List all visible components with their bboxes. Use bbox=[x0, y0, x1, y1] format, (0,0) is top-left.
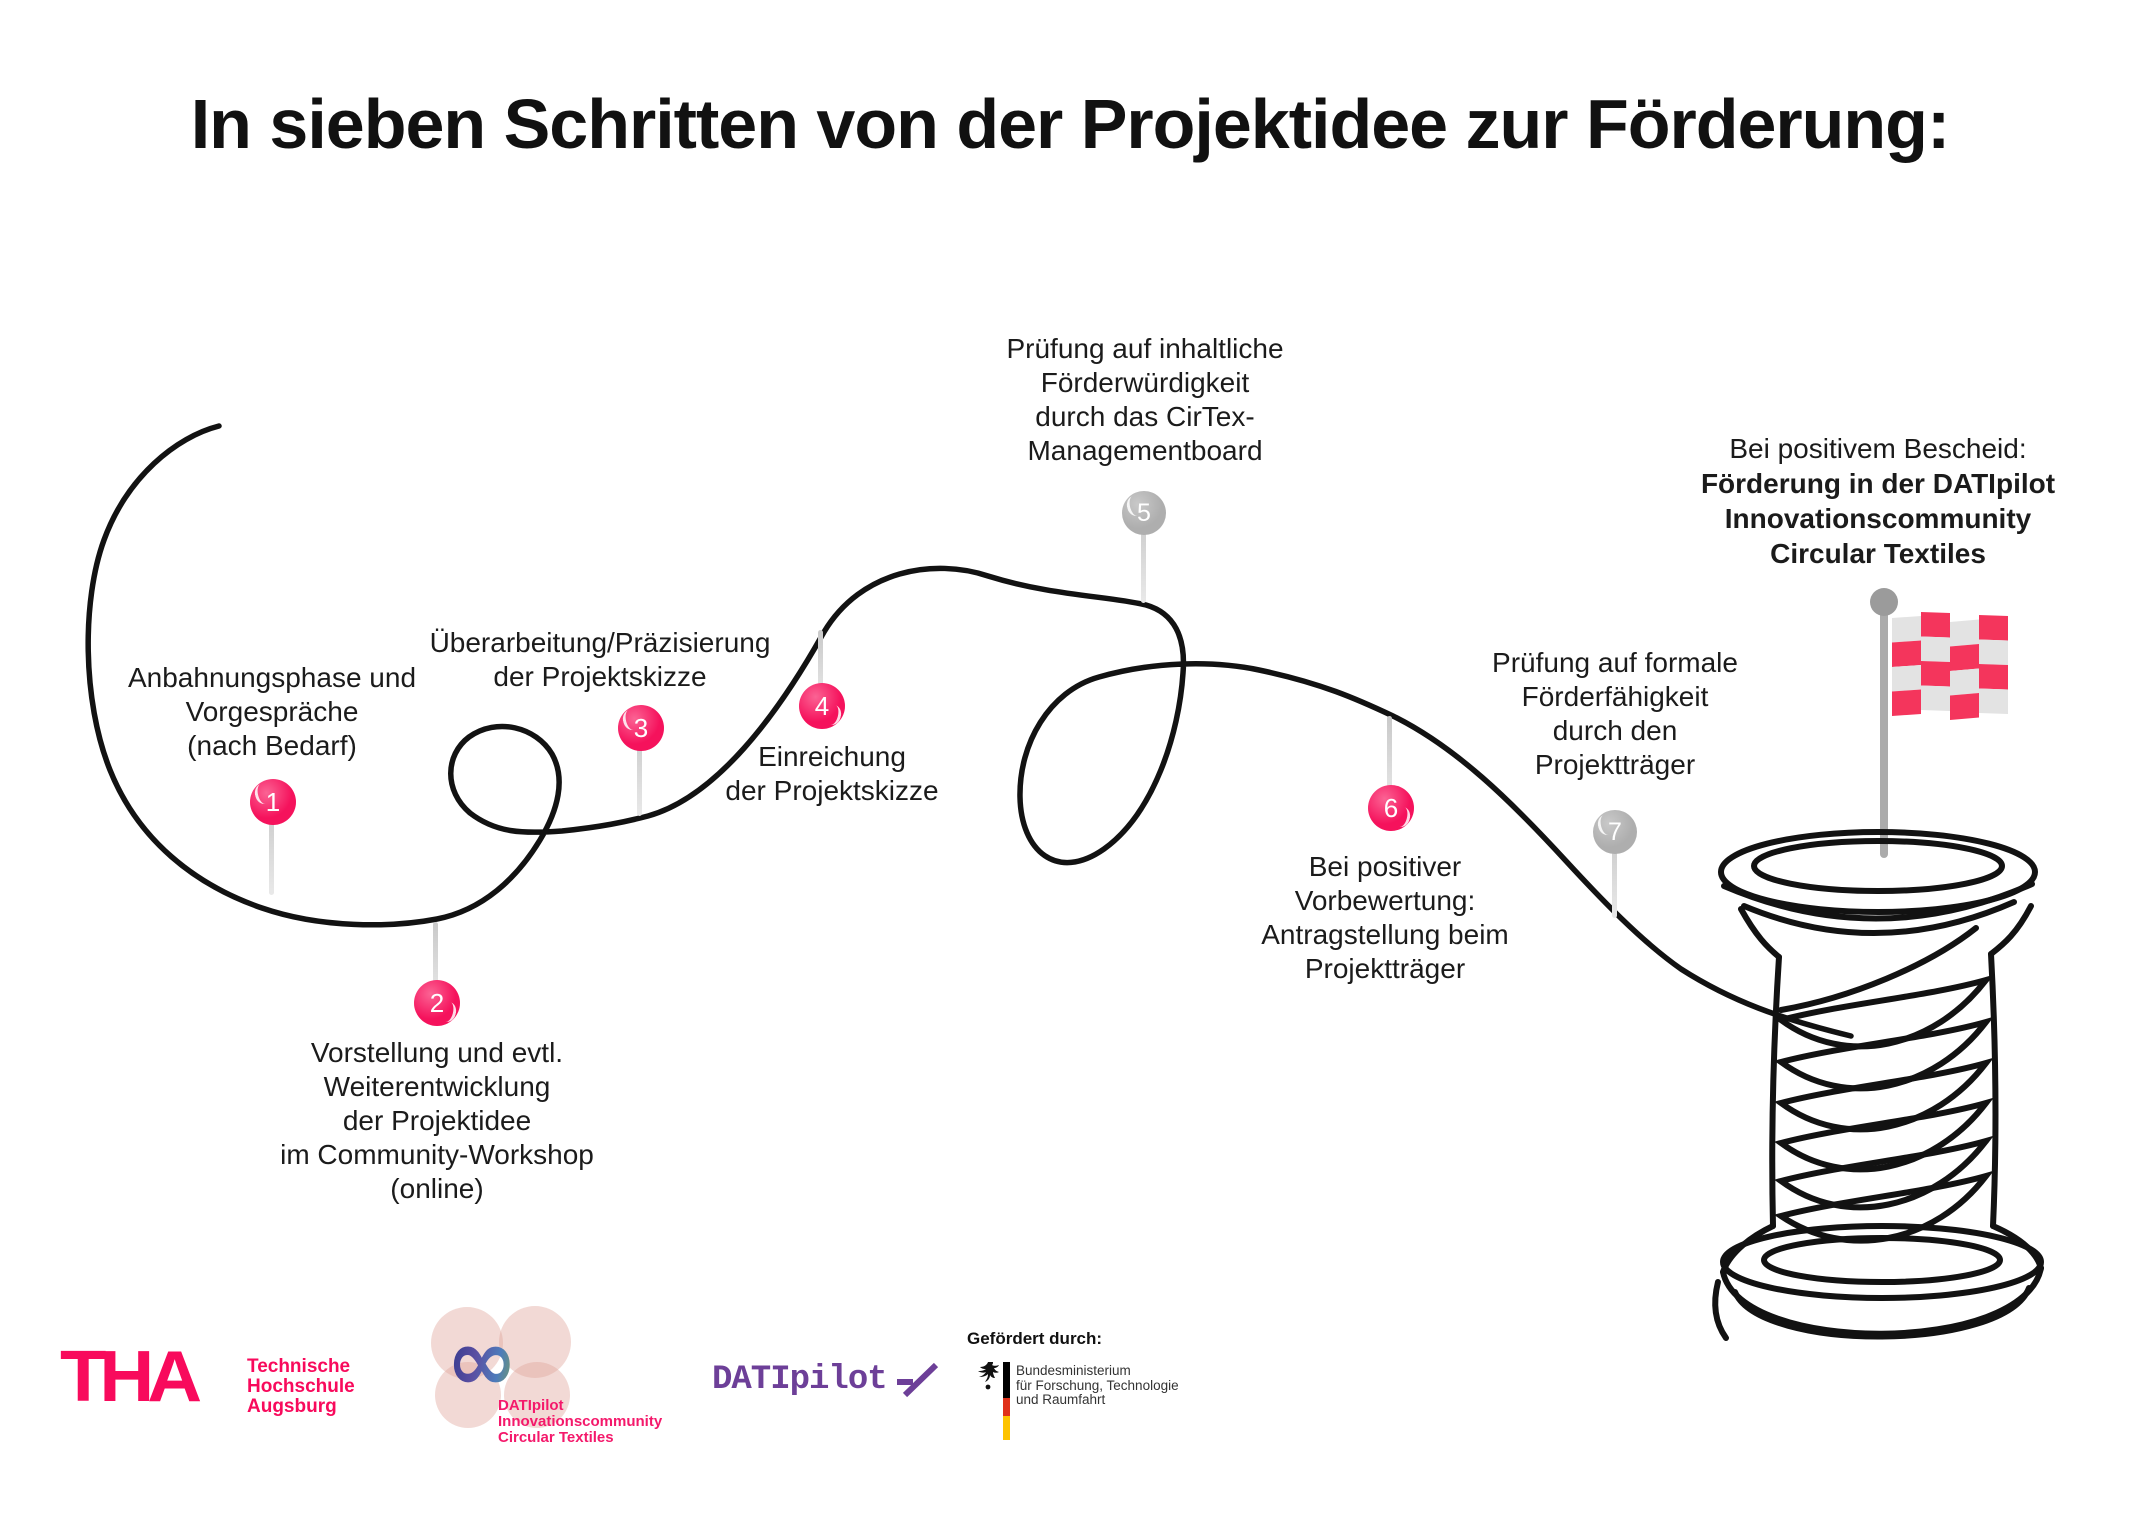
pin-3-number: 3 bbox=[633, 712, 649, 743]
step-5-line-3: durch das CirTex- bbox=[1035, 401, 1255, 432]
pin-3-needle bbox=[637, 728, 642, 816]
step-2-label: Vorstellung und evtl. Weiterentwicklung … bbox=[280, 1036, 594, 1206]
final-note: Bei positivem Bescheid: Förderung in der… bbox=[1701, 431, 2055, 571]
final-note-bold-3: Circular Textiles bbox=[1770, 538, 1986, 569]
step-7-line-3: durch den bbox=[1552, 715, 1678, 746]
step-2-line-4: im Community-Workshop bbox=[280, 1139, 594, 1170]
pin-5: 5 bbox=[1122, 491, 1166, 535]
step-4-label: Einreichung der Projektskizze bbox=[725, 740, 938, 808]
pin-4: 4 bbox=[799, 683, 845, 729]
community-text-line-1: DATIpilot bbox=[498, 1397, 564, 1414]
infinity-icon: ∞ bbox=[446, 1311, 518, 1411]
ministry-line-2: für Forschung, Technologie bbox=[1016, 1377, 1179, 1393]
step-3-line-2: der Projektskizze bbox=[493, 661, 707, 692]
community-logo-circle bbox=[504, 1362, 570, 1428]
datipilot-wordmark: DATIpilot bbox=[712, 1360, 939, 1400]
step-1-label: Anbahnungsphase und Vorgespräche (nach B… bbox=[128, 661, 416, 763]
step-5-line-4: Managementboard bbox=[1027, 435, 1263, 466]
pin-2-number: 2 bbox=[429, 987, 445, 1018]
pin-1-number: 1 bbox=[265, 786, 281, 817]
step-2-line-5: (online) bbox=[390, 1173, 484, 1204]
federal-eagle-icon bbox=[978, 1362, 999, 1390]
community-text-line-2: Innovationscommunity bbox=[498, 1413, 663, 1430]
pin-7: 7 bbox=[1593, 810, 1637, 854]
step-7-label: Prüfung auf formale Förderfähigkeit durc… bbox=[1492, 646, 1738, 782]
community-text-line-3: Circular Textiles bbox=[498, 1429, 614, 1446]
step-6-line-1: Bei positiver bbox=[1308, 851, 1462, 882]
step-7-line-4: Projektträger bbox=[1534, 749, 1696, 780]
thread-path bbox=[85, 423, 1854, 1039]
funding-caption: Gefördert durch: bbox=[967, 1329, 1103, 1348]
ministry-line-1: Bundesministerium bbox=[1016, 1363, 1131, 1378]
step-6-line-4: Projektträger bbox=[1304, 953, 1466, 984]
step-1-line-3: (nach Bedarf) bbox=[187, 730, 357, 761]
community-logo-text: DATIpilot Innovationscommunity Circular … bbox=[498, 1398, 662, 1446]
pin-1: 1 bbox=[250, 779, 296, 825]
tha-text-line-3: Augsburg bbox=[247, 1396, 337, 1417]
step-7-line-2: Förderfähigkeit bbox=[1521, 681, 1709, 712]
final-note-bold-1: Förderung in der DATIpilot bbox=[1700, 468, 2056, 499]
pin-2-needle bbox=[433, 922, 438, 1004]
checkered-flag-icon bbox=[1892, 612, 2008, 720]
step-2-line-2: Weiterentwicklung bbox=[323, 1071, 551, 1102]
pin-4-needle bbox=[818, 630, 823, 706]
tha-logo-text: Technische Hochschule Augsburg bbox=[247, 1357, 355, 1417]
step-5-line-2: Förderwürdigkeit bbox=[1040, 367, 1250, 398]
step-2-line-1: Vorstellung und evtl. bbox=[310, 1037, 564, 1068]
flag-pole-top-ball bbox=[1870, 588, 1898, 616]
step-4-line-1: Einreichung bbox=[758, 741, 906, 772]
community-logo-circle bbox=[435, 1362, 501, 1428]
pin-7-needle bbox=[1612, 832, 1617, 918]
pin-7-number: 7 bbox=[1608, 817, 1622, 846]
pin-1-needle bbox=[269, 802, 274, 895]
thread-spool-drawing bbox=[1712, 829, 2044, 1341]
step-5-line-1: Prüfung auf inhaltliche bbox=[1006, 333, 1284, 364]
german-flag-bar bbox=[1003, 1362, 1010, 1440]
step-7-line-1: Prüfung auf formale bbox=[1492, 647, 1738, 678]
step-6-line-3: Antragstellung beim bbox=[1261, 919, 1509, 950]
step-6-line-2: Vorbewertung: bbox=[1294, 885, 1476, 916]
step-3-line-1: Überarbeitung/Präzisierung bbox=[429, 627, 771, 658]
step-4-line-2: der Projektskizze bbox=[725, 775, 939, 806]
pin-3: 3 bbox=[618, 705, 664, 751]
flag-bar-gold bbox=[1003, 1416, 1010, 1440]
datipilot-wordmark-text: DATIpilot bbox=[712, 1361, 888, 1399]
step-5-label: Prüfung auf inhaltliche Förderwürdigkeit… bbox=[1006, 332, 1283, 468]
pin-6-needle bbox=[1387, 716, 1392, 808]
step-3-label: Überarbeitung/Präzisierung der Projektsk… bbox=[430, 626, 771, 694]
final-note-intro: Bei positivem Bescheid: bbox=[1729, 433, 2027, 464]
pin-5-number: 5 bbox=[1137, 498, 1151, 527]
step-2-line-3: der Projektidee bbox=[342, 1105, 532, 1136]
flag-bar-red bbox=[1003, 1398, 1010, 1416]
pin-4-number: 4 bbox=[814, 690, 830, 721]
flag-pole bbox=[1880, 604, 1888, 858]
community-logo-circle bbox=[499, 1306, 571, 1378]
pin-6: 6 bbox=[1368, 785, 1414, 831]
pin-2: 2 bbox=[414, 980, 460, 1026]
flag-bar-black bbox=[1003, 1362, 1010, 1398]
step-1-line-1: Anbahnungsphase und bbox=[127, 662, 417, 693]
page-title: In sieben Schritten von der Projektidee … bbox=[190, 85, 1951, 163]
tha-text-line-2: Hochschule bbox=[247, 1376, 355, 1397]
pin-6-number: 6 bbox=[1383, 792, 1399, 823]
ministry-text: Bundesministerium für Forschung, Technol… bbox=[1016, 1363, 1179, 1408]
tha-logo-mark: THA bbox=[60, 1336, 202, 1417]
final-note-bold-2: Innovationscommunity bbox=[1724, 503, 2032, 534]
community-logo-circle bbox=[431, 1307, 503, 1379]
step-1-line-2: Vorgespräche bbox=[185, 696, 359, 727]
datipilot-arrow-icon bbox=[896, 1362, 938, 1398]
tha-text-line-1: Technische bbox=[247, 1356, 351, 1377]
ministry-line-3: und Raumfahrt bbox=[1016, 1392, 1106, 1407]
pin-5-needle bbox=[1141, 513, 1146, 603]
step-6-label: Bei positiver Vorbewertung: Antragstellu… bbox=[1261, 850, 1508, 986]
